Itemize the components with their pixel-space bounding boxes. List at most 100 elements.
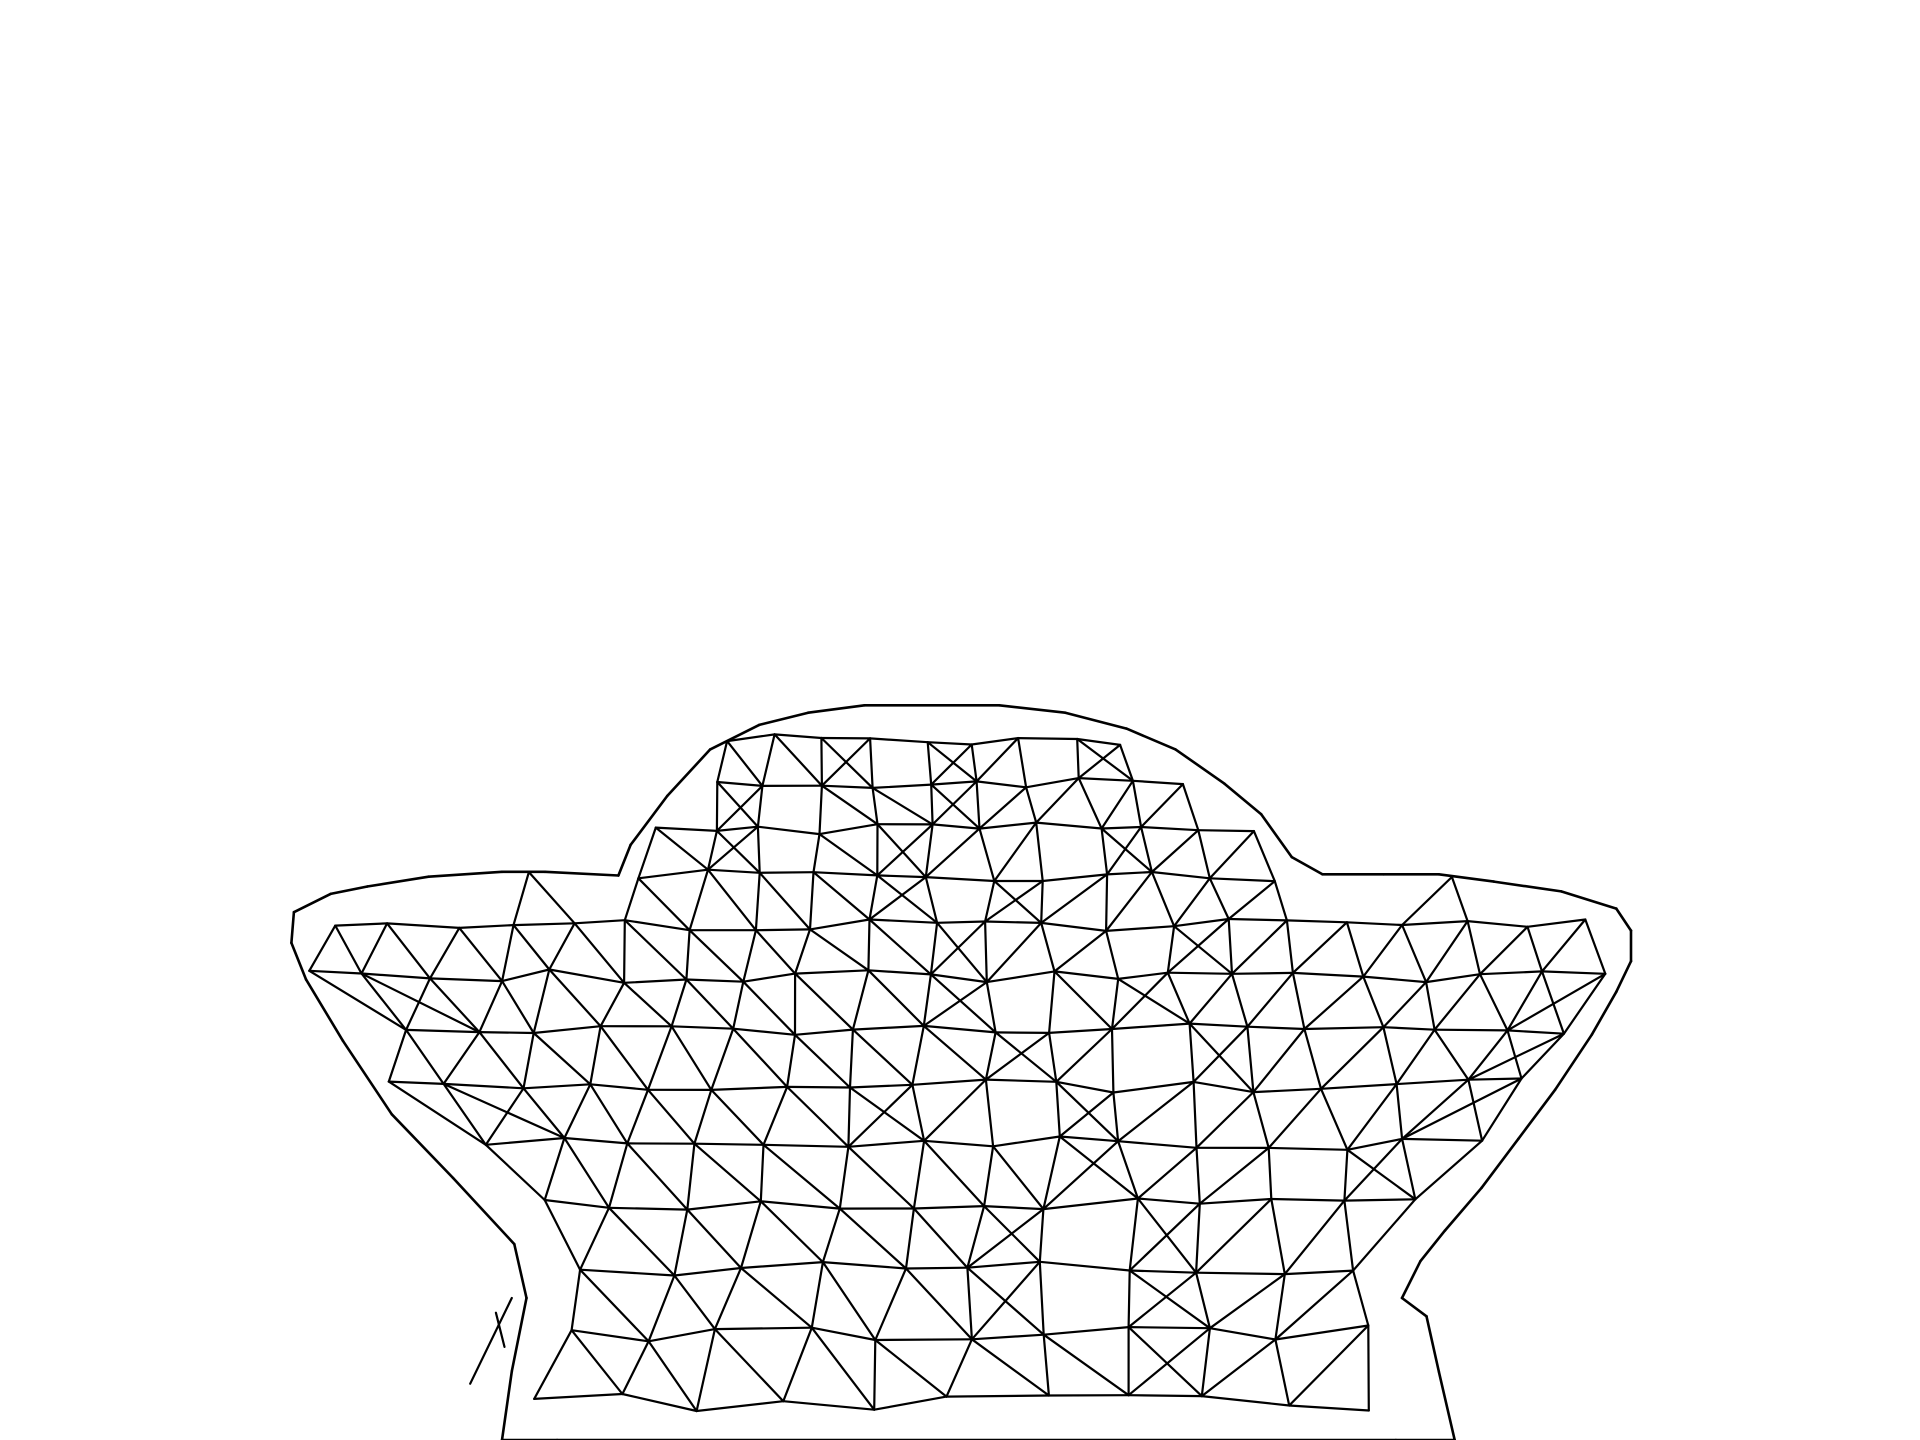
mesh-edge (1038, 1207, 1045, 1263)
mesh-edge (360, 922, 389, 975)
mesh-edge (732, 1027, 797, 1036)
mesh-edge (975, 780, 1028, 789)
mesh-edge (868, 918, 939, 924)
mesh-edge (1466, 919, 1482, 976)
mesh-edge (1188, 1022, 1249, 1028)
mesh-edge (693, 1142, 762, 1203)
mesh-edge (991, 1145, 1045, 1211)
mesh-boundary-edge (757, 711, 810, 727)
mesh-edge (847, 1145, 916, 1210)
mesh-edge (732, 980, 745, 1030)
mesh-edge (1343, 1198, 1417, 1202)
mesh-edge (1450, 875, 1469, 923)
mesh-edge (573, 922, 626, 984)
mesh-edge (686, 1200, 762, 1211)
mesh-edge (851, 969, 870, 1031)
mesh-edge (1252, 1090, 1270, 1150)
mesh-edge (1382, 1026, 1398, 1086)
mesh-edge (1055, 1080, 1120, 1143)
mesh-boundary-edge (500, 1370, 514, 1440)
mesh-edge (522, 1031, 535, 1090)
mesh-edge (847, 1086, 852, 1148)
mesh-edge (1478, 973, 1509, 1032)
mesh-edge (607, 1206, 676, 1277)
mesh-edge (1150, 829, 1200, 874)
mesh-edge (308, 969, 363, 975)
mesh-edge (715, 825, 760, 833)
mesh-edge (706, 825, 760, 871)
mesh-edge (994, 1031, 1058, 1083)
mesh-edge (975, 780, 981, 830)
mesh-edge (1285, 919, 1295, 975)
mesh-edge (548, 968, 602, 1028)
mesh-edge (985, 921, 1043, 984)
mesh-edge (570, 1329, 650, 1343)
mesh-edge (522, 1087, 566, 1140)
mesh-edge (695, 1400, 785, 1413)
mesh-edge (1433, 1028, 1509, 1032)
mesh-edge (501, 968, 551, 983)
mesh-edge (693, 1088, 713, 1145)
mesh-edge (1110, 1022, 1191, 1031)
mesh-edge (1100, 827, 1109, 876)
mesh-edge (1112, 1080, 1195, 1094)
mesh-edge (1208, 1272, 1286, 1330)
mesh-edge (935, 920, 987, 924)
mesh-boundary-edge (1223, 782, 1263, 816)
mesh-edge (1077, 776, 1103, 830)
mesh-boundary-edge (341, 1039, 394, 1116)
mesh-edge (793, 1028, 855, 1036)
mesh-edge (1139, 825, 1200, 832)
mesh-edge (930, 780, 978, 786)
mesh-edge (706, 868, 758, 932)
mesh-edge (991, 1135, 1061, 1148)
mesh-edge (926, 741, 978, 783)
mesh-edge (1040, 873, 1109, 925)
mesh-edge (1166, 971, 1234, 975)
mesh-boundary-edge (427, 870, 504, 879)
mesh-boundary-edge (1517, 1088, 1557, 1141)
mesh-edge (1116, 1140, 1198, 1149)
mesh-edge (978, 827, 996, 883)
mesh-edge (1343, 1199, 1355, 1272)
mesh-edge (970, 1333, 1045, 1341)
mesh-edge (360, 972, 432, 980)
mesh-edge (693, 1142, 765, 1146)
mesh-edge (501, 923, 515, 983)
mesh-edge (1478, 970, 1544, 976)
mesh-edge (710, 1027, 735, 1092)
mesh-edge (654, 826, 710, 871)
mesh-edge (685, 978, 735, 1030)
mesh-edge (458, 923, 515, 930)
mesh-edge (458, 926, 504, 983)
mesh-edge (911, 1024, 925, 1086)
mesh-edge (1351, 1269, 1370, 1327)
mesh-edge (501, 979, 535, 1035)
mesh-edge (484, 1136, 566, 1146)
mesh-edge (911, 1078, 988, 1086)
mesh-edge (759, 1200, 841, 1210)
mesh-edge (1252, 1087, 1323, 1094)
mesh-boundary-edge (806, 703, 866, 715)
mesh-boundary-edge (1590, 990, 1618, 1036)
mesh-edge (848, 1086, 926, 1142)
mesh-edge (874, 1338, 948, 1398)
mesh-edge (1181, 782, 1200, 832)
mesh-edge (1346, 1082, 1398, 1151)
mesh-boundary-edge (1437, 872, 1496, 883)
mesh-edge (621, 1340, 650, 1396)
mesh-edge (851, 1028, 914, 1086)
mesh-edge (1116, 1080, 1195, 1143)
mesh-edge (930, 783, 981, 830)
mesh-edge (818, 832, 879, 877)
mesh-boundary-edge (629, 794, 669, 847)
mesh-edge (622, 919, 626, 984)
mesh-edge (904, 1207, 916, 1270)
mesh-edge (1150, 870, 1176, 928)
mesh-edge (739, 1266, 813, 1329)
mesh-edge (1172, 877, 1211, 928)
mesh-edge (637, 877, 691, 932)
mesh-edge (773, 733, 823, 740)
mesh-edge (984, 1078, 1058, 1083)
